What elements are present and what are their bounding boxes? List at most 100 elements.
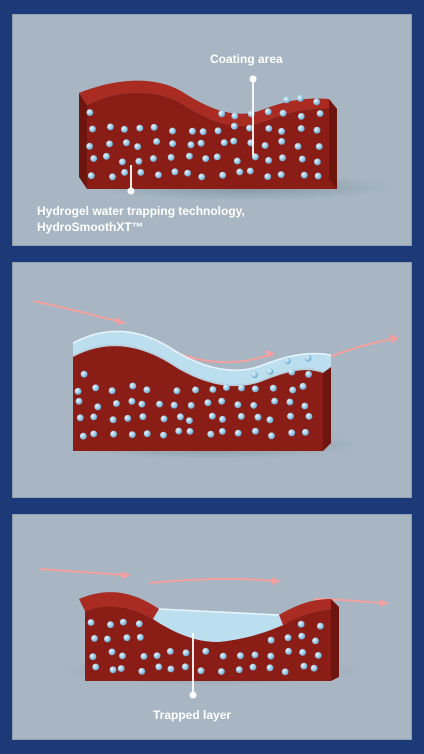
hydrogel-particle (137, 169, 144, 176)
trapped-layer-marker (190, 692, 197, 699)
hydrogel-particle (298, 633, 305, 640)
hydrogel-particle (247, 168, 254, 175)
hydrogel-particle (270, 385, 277, 392)
hydrogel-particle (265, 108, 272, 115)
panel-water-flow (12, 262, 412, 498)
hydrogel-particle (119, 159, 126, 166)
hydrogel-particle (121, 169, 128, 176)
hydrogel-particle (251, 371, 258, 378)
hydrogel-particle (246, 125, 253, 132)
hydrogel-particle (255, 414, 262, 421)
hydrogel-particle (144, 386, 151, 393)
hydrogel-particle (175, 428, 182, 435)
hydrogel-particle (267, 664, 274, 671)
hydrogel-particle (106, 141, 113, 148)
hydrogel-particle (267, 416, 274, 423)
hydrogel-particle (121, 126, 128, 133)
hydrogel-particle (305, 355, 312, 362)
hydrogel-particle (219, 428, 226, 435)
block-illustration-1: Coating area Hydrogel water trapping tec… (13, 15, 412, 246)
hydrogel-label-line1: Hydrogel water trapping technology, (37, 204, 245, 218)
hydrogel-particle (314, 127, 321, 134)
hydrogel-particle (92, 664, 99, 671)
block-illustration-2 (13, 263, 412, 498)
hydrogel-particle (301, 403, 308, 410)
hydrogel-particle (288, 369, 295, 376)
hydrogel-particle (171, 402, 178, 409)
coating-area-label: Coating area (210, 52, 283, 66)
hydrogel-particle (81, 371, 88, 378)
hydrogel-particle (129, 431, 136, 438)
hydrogel-particle (287, 399, 294, 406)
hydrogel-particle (312, 638, 319, 645)
flow-arrow-right (325, 339, 393, 359)
hydrogel-particle (311, 665, 318, 672)
hydrogel-particle (285, 634, 292, 641)
flow-arrow-left (33, 301, 125, 323)
hydrogel-particle (202, 155, 209, 162)
hydrogel-particle (153, 138, 160, 145)
hydrogel-particle (209, 413, 216, 420)
panel-trapped-layer: Trapped layer (12, 514, 412, 740)
hydrogel-particle (174, 387, 181, 394)
hydrogel-particle (299, 649, 306, 656)
hydrogel-particle (252, 386, 259, 393)
hydrogel-particle (140, 413, 147, 420)
hydrogel-particle (188, 402, 195, 409)
hydrogel-particle (94, 403, 101, 410)
hydrogel-particle (177, 413, 184, 420)
hydrogel-particle (202, 648, 209, 655)
hydrogel-particle (141, 653, 148, 660)
hydrogel-particle (280, 110, 287, 117)
hydrogel-particle (192, 387, 199, 394)
hydrogel-particle (252, 652, 259, 659)
hydrogel-particle (154, 652, 161, 659)
hydrogel-particle (265, 125, 272, 132)
hydrogel-particle (167, 648, 174, 655)
hydrogel-particle (295, 143, 302, 150)
hydrogel-particle (238, 413, 245, 420)
hydrogel-particle (124, 415, 131, 422)
hydrogel-particle (86, 143, 93, 150)
hydrogel-particle (89, 126, 96, 133)
hydrogel-particle (314, 159, 321, 166)
hydrogel-particle (317, 110, 324, 117)
hydrogel-particle (262, 142, 269, 149)
hydrogel-particle (235, 430, 242, 437)
hydrogel-particle (92, 384, 99, 391)
hydrogel-particle (77, 414, 84, 421)
hydrogel-particle (231, 123, 238, 130)
hydrogel-particle (88, 172, 95, 179)
flow-arrow-right-head (379, 599, 389, 607)
hydrogel-particle (90, 414, 97, 421)
panel-coating-area: Coating area Hydrogel water trapping tec… (12, 14, 412, 246)
flow-arrow-left (39, 569, 125, 575)
hydrogel-particle (110, 431, 117, 438)
hydrogel-particle (298, 113, 305, 120)
hydrogel-particle (214, 154, 221, 161)
hydrogel-particle (168, 666, 175, 673)
hydrogel-particle (183, 649, 190, 656)
hydrogel-particle (221, 139, 228, 146)
hydrogel-particle (124, 634, 131, 641)
hydrogel-particle (120, 619, 127, 626)
hydrogel-particle (119, 653, 126, 660)
hydrogel-particle (236, 169, 243, 176)
hydrogel-particle (267, 653, 274, 660)
hydrogel-particle (107, 124, 114, 131)
hydrogel-particle (188, 141, 195, 148)
hydrogel-particle (210, 386, 217, 393)
hydrogel-particle (315, 652, 322, 659)
hydrogel-particle (278, 138, 285, 145)
hydrogel-particle (302, 429, 309, 436)
hydrogel-particle (104, 636, 111, 643)
flow-arrow-middle (149, 579, 275, 583)
hydrogel-particle (300, 383, 307, 390)
hydrogel-particle (267, 368, 274, 375)
block-illustration-3: Trapped layer (13, 515, 412, 740)
hydrogel-particle (169, 140, 176, 147)
hydrogel-particle (155, 664, 162, 671)
hydrogel-particle (200, 128, 207, 135)
hydrogel-particle (110, 416, 117, 423)
hydrogel-particle (235, 401, 242, 408)
